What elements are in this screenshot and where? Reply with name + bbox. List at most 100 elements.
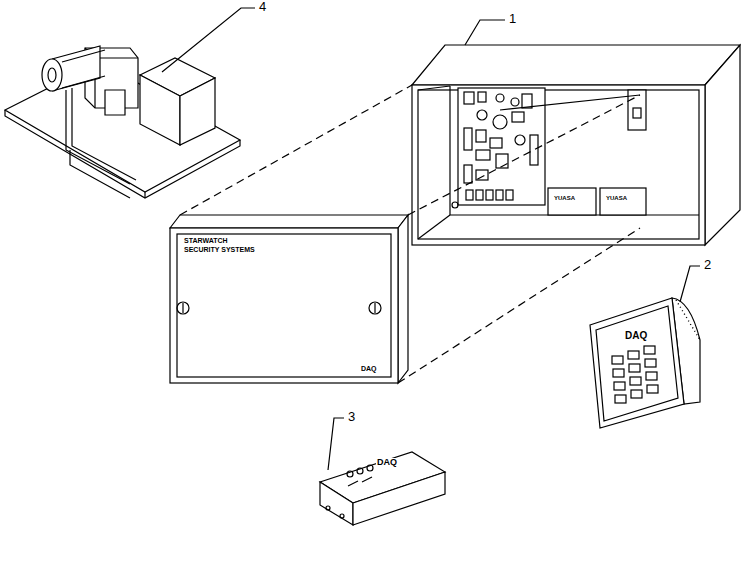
brand-text: DAQ: [360, 365, 378, 373]
brand-text: DAQ: [376, 458, 398, 468]
control-enclosure: [496, 94, 504, 102]
label-holder: DAQ: [624, 330, 648, 341]
control-enclosure: [486, 190, 493, 200]
keypad-reader: [590, 298, 684, 428]
projection-lines: [180, 85, 640, 383]
control-enclosure: [412, 45, 740, 245]
label-holder: YUASA: [605, 195, 628, 202]
callout-number: 3: [347, 410, 356, 424]
control-enclosure: [512, 112, 524, 122]
control-enclosure: [490, 138, 502, 148]
control-enclosure: [530, 135, 538, 165]
callout-number: 2: [703, 258, 712, 272]
battery-label: YUASA: [605, 195, 628, 202]
enclosure-cover: [177, 234, 391, 377]
label-holder: SECURITY SYSTEMS: [183, 246, 256, 254]
control-enclosure: [515, 135, 525, 145]
keypad-reader: [615, 395, 626, 403]
card-reader: [340, 514, 344, 518]
control-enclosure: [548, 188, 596, 215]
keypad-reader: [676, 300, 700, 340]
control-enclosure: [464, 128, 472, 150]
card-reader: [348, 481, 358, 486]
transformer-assembly: [140, 75, 180, 145]
label-holder: 2: [703, 258, 712, 272]
enclosure-cover: [398, 215, 408, 383]
leader-lines: [162, 8, 255, 72]
control-enclosure: [476, 130, 486, 142]
keypad-reader: [631, 390, 642, 398]
enclosure-cover: [369, 302, 381, 314]
card-reader: [362, 477, 372, 482]
keypad-reader: [645, 359, 656, 367]
transformer-assembly: [144, 192, 145, 198]
leader-lines: [680, 266, 700, 302]
card-reader: [367, 465, 373, 471]
keypad-reader: [613, 369, 624, 377]
control-enclosure: [418, 86, 450, 90]
control-enclosure: [522, 94, 532, 108]
card-reader: [353, 472, 445, 525]
transformer-assembly: [70, 150, 130, 198]
enclosure-cover: [182, 303, 183, 313]
control-enclosure: [478, 92, 486, 102]
control-enclosure: [493, 115, 507, 129]
card-reader: [326, 506, 330, 510]
keypad-reader: [644, 346, 655, 354]
control-enclosure: [476, 190, 483, 200]
control-enclosure: [449, 86, 450, 215]
control-enclosure: [496, 190, 503, 200]
control-enclosure: [476, 150, 490, 160]
leader-lines: [465, 20, 505, 45]
card-reader: [347, 471, 353, 477]
label-holder: DAQ: [376, 458, 398, 468]
label-holder: 3: [347, 410, 356, 424]
keypad-reader: [647, 385, 658, 393]
keypad-reader: [628, 351, 639, 359]
control-enclosure: [511, 98, 519, 106]
transformer-assembly: [95, 57, 138, 58]
enclosure-cover: [374, 303, 375, 313]
control-enclosure: [412, 85, 705, 245]
projection-lines: [180, 85, 412, 215]
control-enclosure: [458, 88, 545, 205]
control-enclosure: [600, 188, 646, 215]
keypad-reader: [676, 300, 700, 340]
transformer-assembly: [180, 78, 215, 145]
transformer-assembly: [66, 90, 130, 184]
leader-lines: [162, 8, 700, 470]
keypad-reader: [629, 364, 640, 372]
label-holder: YUASA: [553, 195, 576, 202]
control-enclosure: [418, 215, 450, 239]
enclosure-cover: [170, 228, 398, 383]
callout-number: 1: [508, 12, 517, 26]
keypad-reader: [646, 372, 657, 380]
control-enclosure: [633, 108, 641, 118]
transformer-assembly: [105, 90, 125, 115]
label-holder: 4: [258, 0, 267, 14]
label-holder: DAQ: [360, 365, 378, 373]
control-enclosure: [506, 190, 513, 200]
control-enclosure: [477, 110, 487, 120]
transformer-assembly: [72, 88, 136, 180]
battery-label: YUASA: [553, 195, 576, 202]
transformer-assembly: [62, 76, 105, 88]
label-holder: 1: [508, 12, 517, 26]
card-reader: [357, 468, 363, 474]
enclosure-cover: [177, 302, 189, 314]
keypad-reader: [630, 377, 641, 385]
control-enclosure: [452, 202, 458, 208]
keypad-reader: [596, 306, 678, 421]
control-enclosure: [705, 45, 740, 245]
control-enclosure: [500, 95, 640, 110]
card-reader: [320, 482, 353, 525]
brand-text: DAQ: [624, 330, 648, 341]
transformer-assembly: [48, 68, 56, 82]
control-enclosure: [464, 165, 472, 183]
label-holder: STARWATCH: [183, 237, 229, 245]
control-enclosure: [412, 45, 740, 85]
leader-lines: [328, 418, 344, 470]
control-enclosure: [466, 190, 473, 200]
